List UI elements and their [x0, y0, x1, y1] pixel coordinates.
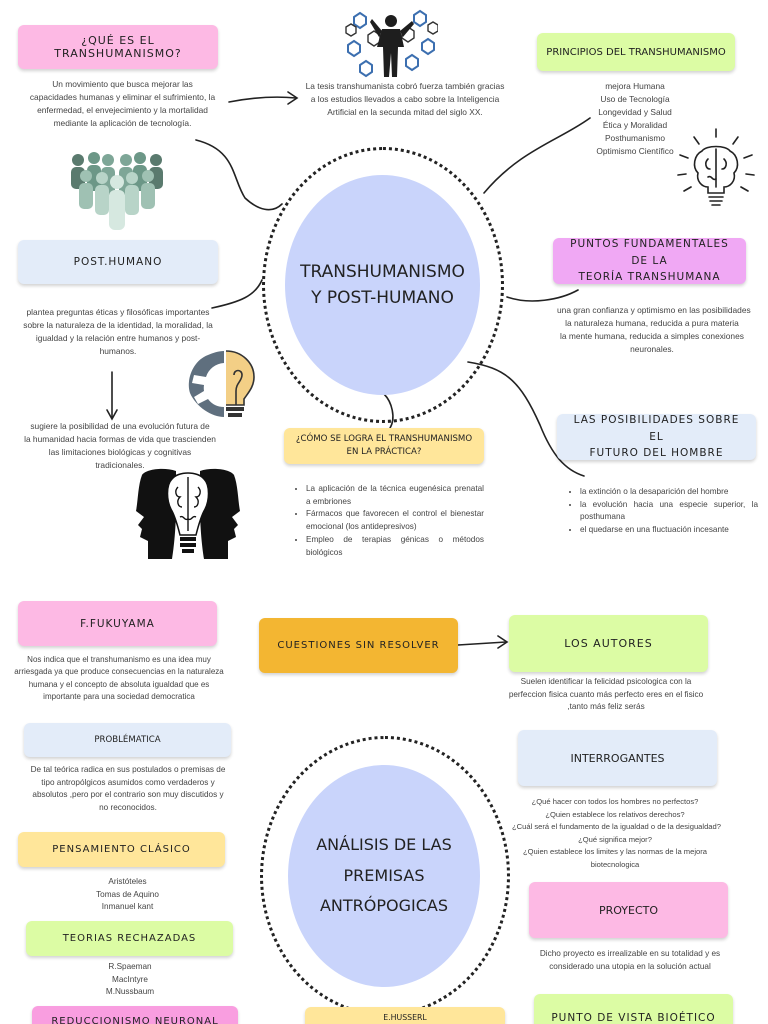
- autores-title-box: LOS AUTORES: [509, 615, 708, 672]
- autores-desc: Suelen identificar la felicidad psicolog…: [508, 677, 704, 712]
- post-humano-desc2: sugiere la posibilidad de una evolución …: [24, 421, 216, 471]
- line-puntos-circle: [506, 289, 579, 302]
- proyecto-desc: Dicho proyecto es irrealizable en su tot…: [539, 949, 721, 971]
- posibilidades-list: la extinción o la desaparición del hombr…: [566, 486, 758, 537]
- como-title-box: ¿CÓMO SE LOGRA EL TRANSHUMANISMO EN LA P…: [284, 428, 484, 464]
- line-principios-circle: [483, 117, 591, 194]
- posibilidades-title-line1: LAS POSIBILIDADES SOBRE EL: [573, 413, 740, 443]
- como-title-line2: EN LA PRÁCTICA?: [346, 447, 422, 457]
- fukuyama-title-box: F.FUKUYAMA: [18, 601, 217, 646]
- list-item: La aplicación de la técnica eugenésica p…: [306, 483, 484, 508]
- line-posib-circle: [467, 361, 585, 477]
- center-top-circle: TRANSHUMANISMO Y POST-HUMANO: [285, 175, 480, 395]
- list-item: el quedarse en una fluctuación incesante: [580, 524, 758, 537]
- reduccionismo-title-box: REDUCCIONISMO NEURONAL: [32, 1006, 238, 1024]
- brain-bulb-icon: [677, 128, 755, 206]
- people-group-icon: [71, 152, 163, 230]
- post-humano-title: POST.HUMANO: [73, 256, 163, 268]
- bioetico-title: PUNTO DE VISTA BIOÉTICO: [551, 1012, 716, 1024]
- post-humano-desc1: plantea preguntas éticas y filosóficas i…: [23, 307, 213, 357]
- husserl-title: E.HUSSERL: [383, 1013, 427, 1022]
- line-post-circle: [211, 279, 263, 309]
- que-es-title-box: ¿QUÉ ES EL TRANSHUMANISMO?: [18, 25, 218, 69]
- center-top-line2: Y POST-HUMANO: [311, 288, 454, 308]
- puntos-desc: una gran confianza y optimismo en las po…: [557, 305, 751, 355]
- principios-list: mejora Humana Uso de Tecnología Longevid…: [596, 81, 674, 157]
- post-humano-title-box: POST.HUMANO: [18, 240, 218, 284]
- interrogantes-title-box: INTERROGANTES: [518, 730, 717, 786]
- cuestiones-title-box: CUESTIONES SIN RESOLVER: [259, 618, 458, 673]
- como-title-line1: ¿CÓMO SE LOGRA EL TRANSHUMANISMO: [295, 434, 473, 445]
- reduccionismo-title: REDUCCIONISMO NEURONAL: [51, 1016, 219, 1024]
- line-queres-circle: [195, 139, 283, 211]
- como-list: La aplicación de la técnica eugenésica p…: [292, 483, 484, 559]
- problematica-title: PROBLÉMATICA: [94, 735, 161, 745]
- list-item: Fármacos que favorecen el control el bie…: [306, 508, 484, 533]
- fukuyama-title: F.FUKUYAMA: [80, 617, 155, 630]
- autores-title: LOS AUTORES: [564, 637, 653, 650]
- bioetico-title-box: PUNTO DE VISTA BIOÉTICO: [534, 994, 733, 1024]
- center-bottom-circle: ANÁLISIS DE LAS PREMISAS ANTRÓPOGICAS: [288, 765, 480, 987]
- center-bottom-line3: ANTRÓPOGICAS: [319, 896, 449, 916]
- interrogantes-title: INTERROGANTES: [570, 751, 665, 765]
- puntos-title-box: PUNTOS FUNDAMENTALES DE LA TEORÍA TRANSH…: [553, 238, 746, 284]
- tesis-text: La tesis transhumanista cobró fuerza tam…: [305, 81, 505, 118]
- arrow-que-es-tesis: [228, 96, 297, 103]
- heads-brain-icon: [136, 468, 240, 559]
- proyecto-title-box: PROYECTO: [529, 882, 728, 938]
- fukuyama-desc: Nos indica que el transhumanismo es una …: [14, 655, 224, 702]
- center-bottom-line1: ANÁLISIS DE LAS: [316, 835, 452, 855]
- teorias-title-box: TEORIAS RECHAZADAS: [26, 921, 233, 956]
- principios-title: PRINCIPIOS DEL TRANSHUMANISMO: [546, 46, 726, 58]
- problematica-title-box: PROBLÉMATICA: [24, 723, 231, 757]
- que-es-title: ¿QUÉ ES EL TRANSHUMANISMO?: [54, 34, 182, 60]
- person-network-icon: [345, 9, 438, 78]
- center-bottom-line2: PREMISAS: [343, 865, 425, 885]
- puntos-title-line2: TEORÍA TRANSHUMANA: [578, 271, 721, 284]
- husserl-title-box: E.HUSSERL: [305, 1007, 505, 1024]
- posibilidades-title-box: LAS POSIBILIDADES SOBRE EL FUTURO DEL HO…: [557, 414, 756, 460]
- teorias-title: TEORIAS RECHAZADAS: [62, 933, 197, 944]
- teorias-list: R.Spaeman MacIntyre M.Nussbaum: [105, 962, 155, 997]
- cuestiones-title: CUESTIONES SIN RESOLVER: [277, 640, 440, 651]
- gear-bulb-icon: [188, 350, 255, 417]
- pensamiento-title-box: PENSAMIENTO CLÁSICO: [18, 832, 225, 867]
- proyecto-title: PROYECTO: [598, 903, 659, 917]
- principios-title-box: PRINCIPIOS DEL TRANSHUMANISMO: [537, 33, 735, 71]
- center-top-dotted-ring: [262, 147, 504, 423]
- problematica-desc: De tal teórica radica en sus postulados …: [30, 765, 226, 813]
- interrogantes-list: ¿Qué hacer con todos los hombres no perf…: [512, 797, 721, 869]
- center-top-line1: TRANSHUMANISMO: [300, 261, 465, 282]
- pensamiento-title: PENSAMIENTO CLÁSICO: [52, 844, 191, 855]
- list-item: la evolución hacia una especie superior,…: [580, 499, 758, 524]
- posibilidades-title-line2: FUTURO DEL HOMBRE: [589, 447, 724, 460]
- puntos-title-line1: PUNTOS FUNDAMENTALES DE LA: [570, 237, 729, 267]
- pensamiento-list: Aristóteles Tomas de Aquino Inmanuel kan…: [96, 877, 159, 912]
- que-es-desc: Un movimiento que busca mejorar las capa…: [29, 79, 216, 129]
- list-item: la extinción o la desaparición del hombr…: [580, 486, 758, 499]
- list-item: Empleo de terapias génicas o métodos bio…: [306, 534, 484, 559]
